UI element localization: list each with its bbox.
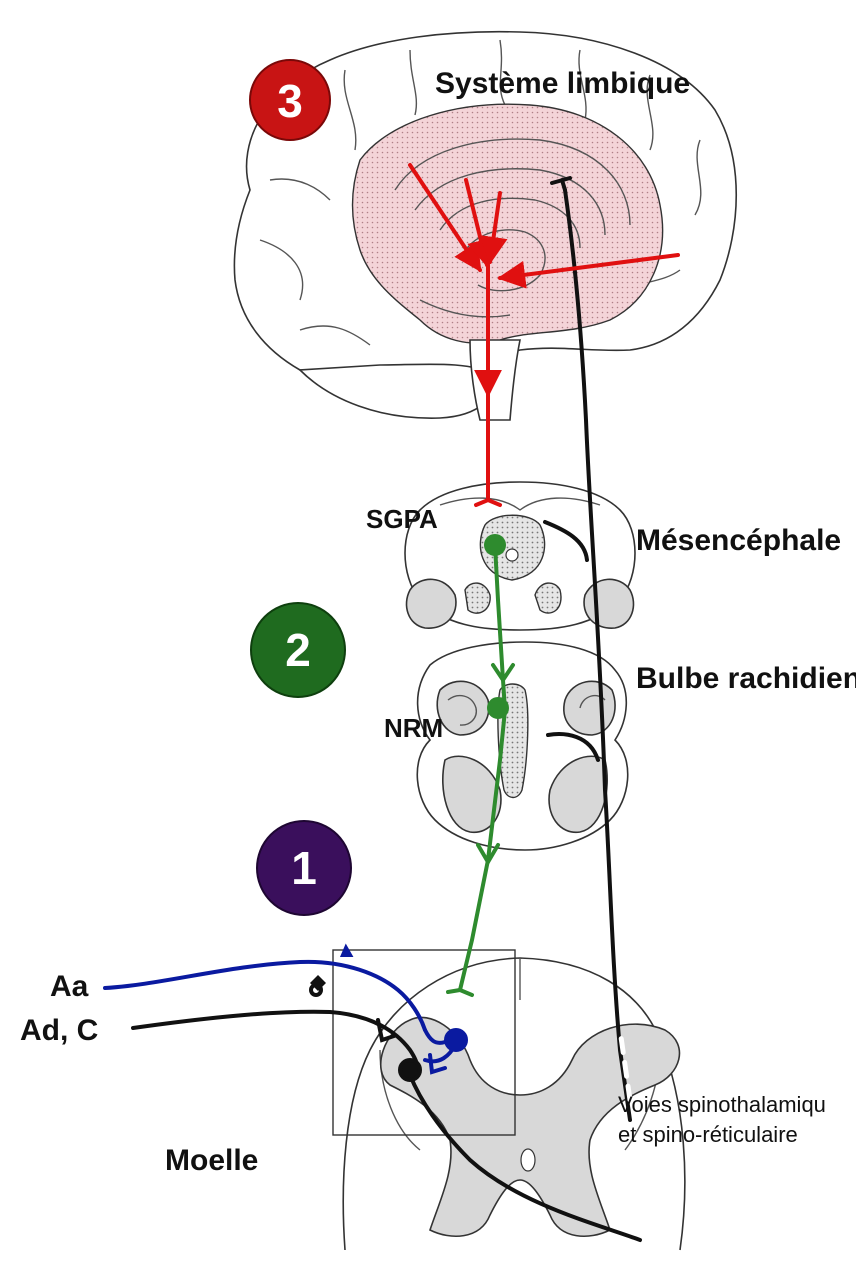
mesencephalon-section bbox=[405, 482, 635, 630]
svg-text:1: 1 bbox=[291, 842, 317, 894]
svg-text:3: 3 bbox=[277, 75, 303, 127]
label-voies-line2: et spino-réticulaire bbox=[618, 1122, 798, 1147]
label-limbic-system: Système limbique bbox=[435, 67, 690, 100]
label-ad-c: Ad, C bbox=[20, 1014, 98, 1047]
label-voies-line1: Voies spinothalamiqu bbox=[618, 1092, 826, 1117]
medulla-section bbox=[417, 642, 627, 850]
label-nrm: NRM bbox=[384, 713, 443, 743]
badge-2: 2 bbox=[251, 603, 345, 697]
label-aa: Aa bbox=[50, 970, 89, 1003]
badge-1: 1 bbox=[257, 821, 351, 915]
label-mesencephale: Mésencéphale bbox=[636, 524, 841, 557]
svg-text:2: 2 bbox=[285, 624, 311, 676]
label-sgpa: SGPA bbox=[366, 504, 438, 534]
label-moelle: Moelle bbox=[165, 1144, 258, 1177]
badge-3: 3 bbox=[250, 60, 330, 140]
label-bulbe-rachidien: Bulbe rachidien bbox=[636, 662, 856, 695]
